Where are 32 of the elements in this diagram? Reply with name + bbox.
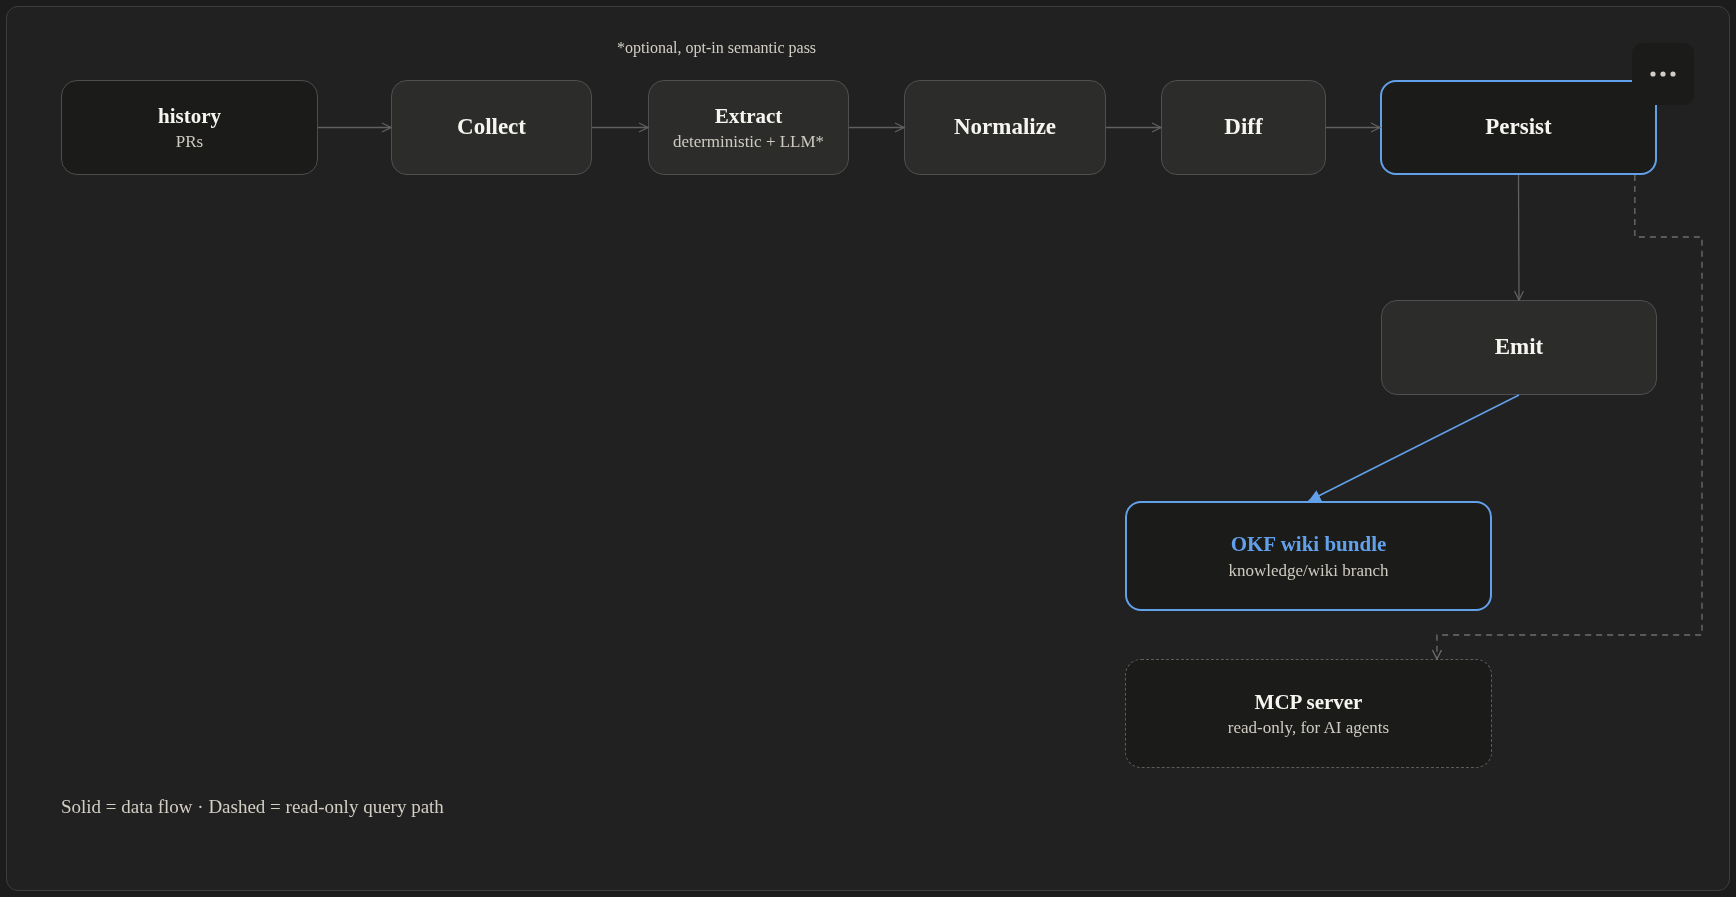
arrow [1325, 122, 1381, 133]
node-title: history [158, 102, 221, 129]
dashed-arrow [1431, 174, 1703, 660]
highlighted-box [1380, 80, 1657, 175]
process-box [1381, 300, 1657, 395]
arrow [317, 122, 392, 133]
node-title: Extract [714, 102, 783, 129]
highlighted-box [1125, 501, 1492, 611]
node-title: Emit [1494, 333, 1544, 362]
process-box [904, 80, 1106, 175]
node-title: Diff [1224, 113, 1263, 142]
arrow [848, 122, 905, 133]
node-subtitle: read-only, for AI agents [1227, 717, 1390, 739]
node-title: MCP server [1254, 688, 1363, 715]
node-subtitle: deterministic + LLM* [672, 131, 825, 153]
process-box [391, 80, 592, 175]
arrow [1307, 394, 1520, 502]
arrow [1513, 174, 1525, 301]
node-title: OKF wiki bundle [1230, 531, 1387, 558]
arrow [591, 122, 649, 133]
process-box [648, 80, 849, 175]
dashed-box [1125, 659, 1492, 768]
node-title: Normalize [953, 113, 1057, 142]
node-title: Persist [1485, 113, 1552, 142]
arrow [1105, 122, 1162, 133]
process-box [61, 80, 318, 175]
node-subtitle: knowledge/wiki branch [1228, 559, 1389, 581]
footnote-text: *optional, opt-in semantic pass [617, 38, 817, 58]
node-title: Collect [457, 113, 526, 142]
caption-text: Solid = data flow · Dashed = read-only query path [61, 795, 444, 819]
node-subtitle: PRs [175, 131, 204, 153]
process-box [1161, 80, 1326, 175]
